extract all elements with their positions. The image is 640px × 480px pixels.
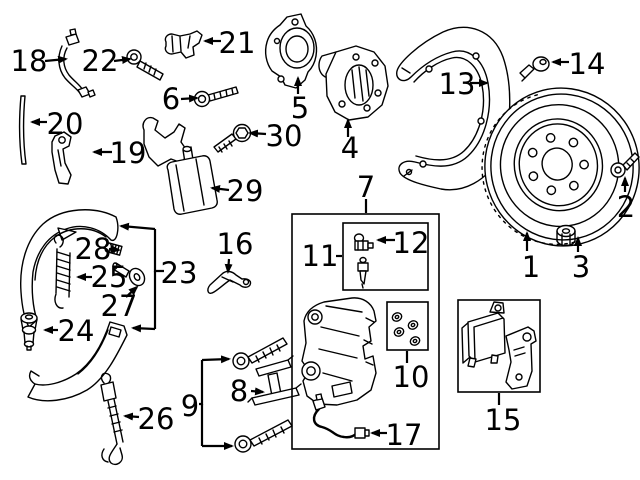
callout-6: 6 bbox=[162, 82, 180, 116]
arrow-27 bbox=[125, 285, 139, 298]
callout-23: 23 bbox=[161, 256, 198, 290]
callout-13: 13 bbox=[439, 67, 476, 101]
group-box-seals-10 bbox=[386, 301, 429, 351]
callout-15: 15 bbox=[485, 403, 522, 437]
callout-21: 21 bbox=[219, 26, 256, 60]
arrow-28 bbox=[108, 245, 121, 254]
callout-14: 14 bbox=[569, 47, 606, 81]
part-bolt-24 bbox=[20, 312, 38, 351]
part-bolt-6 bbox=[193, 86, 239, 108]
part-parking-brake-actuator bbox=[142, 116, 218, 215]
callout-20: 20 bbox=[47, 107, 84, 141]
part-screw-14 bbox=[519, 56, 550, 82]
part-flange-nut bbox=[556, 224, 576, 247]
callout-26: 26 bbox=[138, 402, 175, 436]
part-pin-strip bbox=[18, 95, 27, 165]
arrow-23a bbox=[119, 222, 156, 231]
part-spring-25 bbox=[53, 234, 71, 309]
arrow-18 bbox=[44, 55, 68, 64]
part-brake-shoe-lower bbox=[27, 321, 128, 402]
arrow-26 bbox=[123, 412, 140, 421]
arrow-22 bbox=[113, 56, 132, 64]
callout-25: 25 bbox=[91, 260, 128, 294]
part-brake-pads bbox=[461, 301, 537, 390]
group-box-pads-15 bbox=[457, 299, 541, 393]
part-bolt-22 bbox=[126, 49, 164, 81]
part-wear-sensor bbox=[312, 393, 370, 439]
callout-18: 18 bbox=[11, 44, 48, 78]
part-bracket-19 bbox=[51, 131, 72, 185]
part-brake-caliper bbox=[301, 297, 377, 406]
callout-9: 9 bbox=[181, 389, 199, 423]
callout-24: 24 bbox=[58, 314, 95, 348]
part-holddown-pin bbox=[112, 262, 146, 287]
arrow-8 bbox=[250, 387, 265, 396]
callout-22: 22 bbox=[82, 44, 119, 78]
callout-17: 17 bbox=[386, 418, 423, 452]
callout-4: 4 bbox=[341, 131, 359, 165]
part-wheel-bearing bbox=[264, 13, 318, 89]
callout-2: 2 bbox=[617, 190, 635, 224]
part-brake-rotor bbox=[481, 87, 640, 247]
part-spring-26 bbox=[100, 372, 124, 466]
callout-10: 10 bbox=[393, 360, 430, 394]
callout-1: 1 bbox=[522, 250, 540, 284]
group-box-bleeder-11 bbox=[342, 222, 429, 291]
part-wheel-hub bbox=[318, 45, 389, 121]
arrow-29 bbox=[210, 184, 230, 193]
callout-3: 3 bbox=[572, 250, 590, 284]
callout-5: 5 bbox=[291, 91, 309, 125]
callout-29: 29 bbox=[227, 174, 264, 208]
part-retaining-clip-21 bbox=[164, 30, 203, 59]
callout-12: 12 bbox=[393, 226, 430, 260]
part-pad-retainer-clip bbox=[247, 355, 302, 406]
callout-19: 19 bbox=[110, 136, 147, 170]
part-guide-bolt-lower bbox=[234, 419, 293, 453]
part-bolt-2 bbox=[610, 152, 640, 178]
callout-27: 27 bbox=[101, 289, 138, 323]
group-box-caliper-7 bbox=[291, 213, 440, 450]
callout-30: 30 bbox=[266, 119, 303, 153]
arrow-6 bbox=[180, 94, 199, 103]
part-seal-kit bbox=[391, 312, 421, 346]
arrow-23b bbox=[131, 324, 156, 333]
part-bleeder-valve bbox=[353, 233, 374, 289]
callout-16: 16 bbox=[217, 227, 254, 261]
arrow-30 bbox=[248, 129, 267, 138]
part-lever-clip-16 bbox=[207, 270, 252, 294]
callout-11: 11 bbox=[302, 239, 339, 273]
part-bolt-30 bbox=[213, 123, 252, 153]
callout-8: 8 bbox=[230, 374, 248, 408]
arrow-16 bbox=[224, 258, 233, 274]
part-guide-bolt-upper bbox=[232, 337, 288, 370]
arrow-9a bbox=[201, 355, 231, 364]
callout-7: 7 bbox=[357, 170, 375, 204]
callout-28: 28 bbox=[75, 232, 112, 266]
bracket-9-upper bbox=[199, 360, 204, 406]
